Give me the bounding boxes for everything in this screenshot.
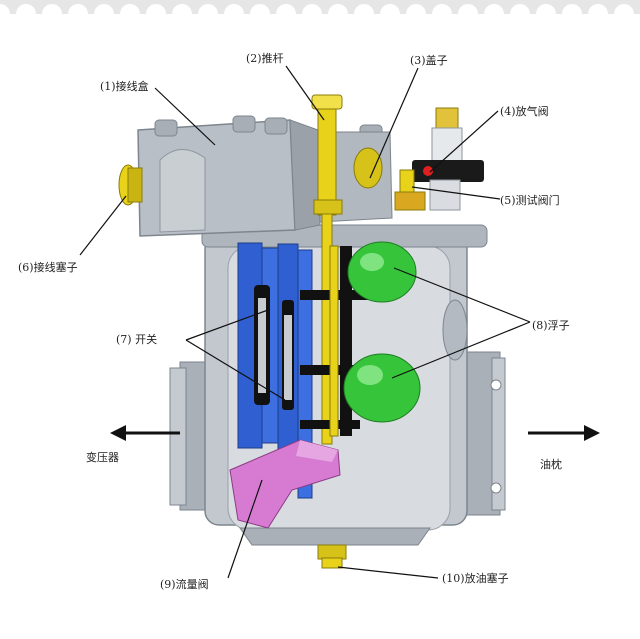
leader-lines <box>79 65 531 579</box>
label-test-valve: (5)测试阀门 <box>500 193 560 207</box>
flow-arrow-left <box>110 425 180 441</box>
float-upper <box>347 241 417 303</box>
junction-box <box>118 115 383 237</box>
label-float: (8)浮子 <box>532 319 570 332</box>
float-lower <box>343 353 421 423</box>
flow-arrow-right <box>528 425 600 441</box>
label-terminal-plug: (6)接线塞子 <box>18 260 78 274</box>
labels: (1)接线盒 (2)推杆 (3)盖子 (4)放气阀 (5)测试阀门 (6)接线塞… <box>18 51 570 591</box>
test-valve <box>394 169 426 211</box>
label-to-transformer: 变压器 <box>86 450 119 464</box>
flow-valve <box>229 439 341 529</box>
switch-assembly <box>237 242 380 499</box>
label-drain-plug: (10)放油塞子 <box>442 571 509 585</box>
label-vent-valve: (4)放气阀 <box>500 104 549 118</box>
push-rod <box>311 94 343 445</box>
label-push-rod: (2)推杆 <box>246 51 284 65</box>
label-junction-box: (1)接线盒 <box>100 79 149 93</box>
label-cap: (3)盖子 <box>410 53 448 67</box>
vent-valve <box>412 107 484 211</box>
scalloped-border <box>0 0 640 24</box>
label-switch: (7) 开关 <box>116 332 157 346</box>
label-flow-valve: (9)流量阀 <box>160 577 209 591</box>
drain-plug <box>317 544 347 569</box>
label-to-conservator: 油枕 <box>540 457 562 471</box>
